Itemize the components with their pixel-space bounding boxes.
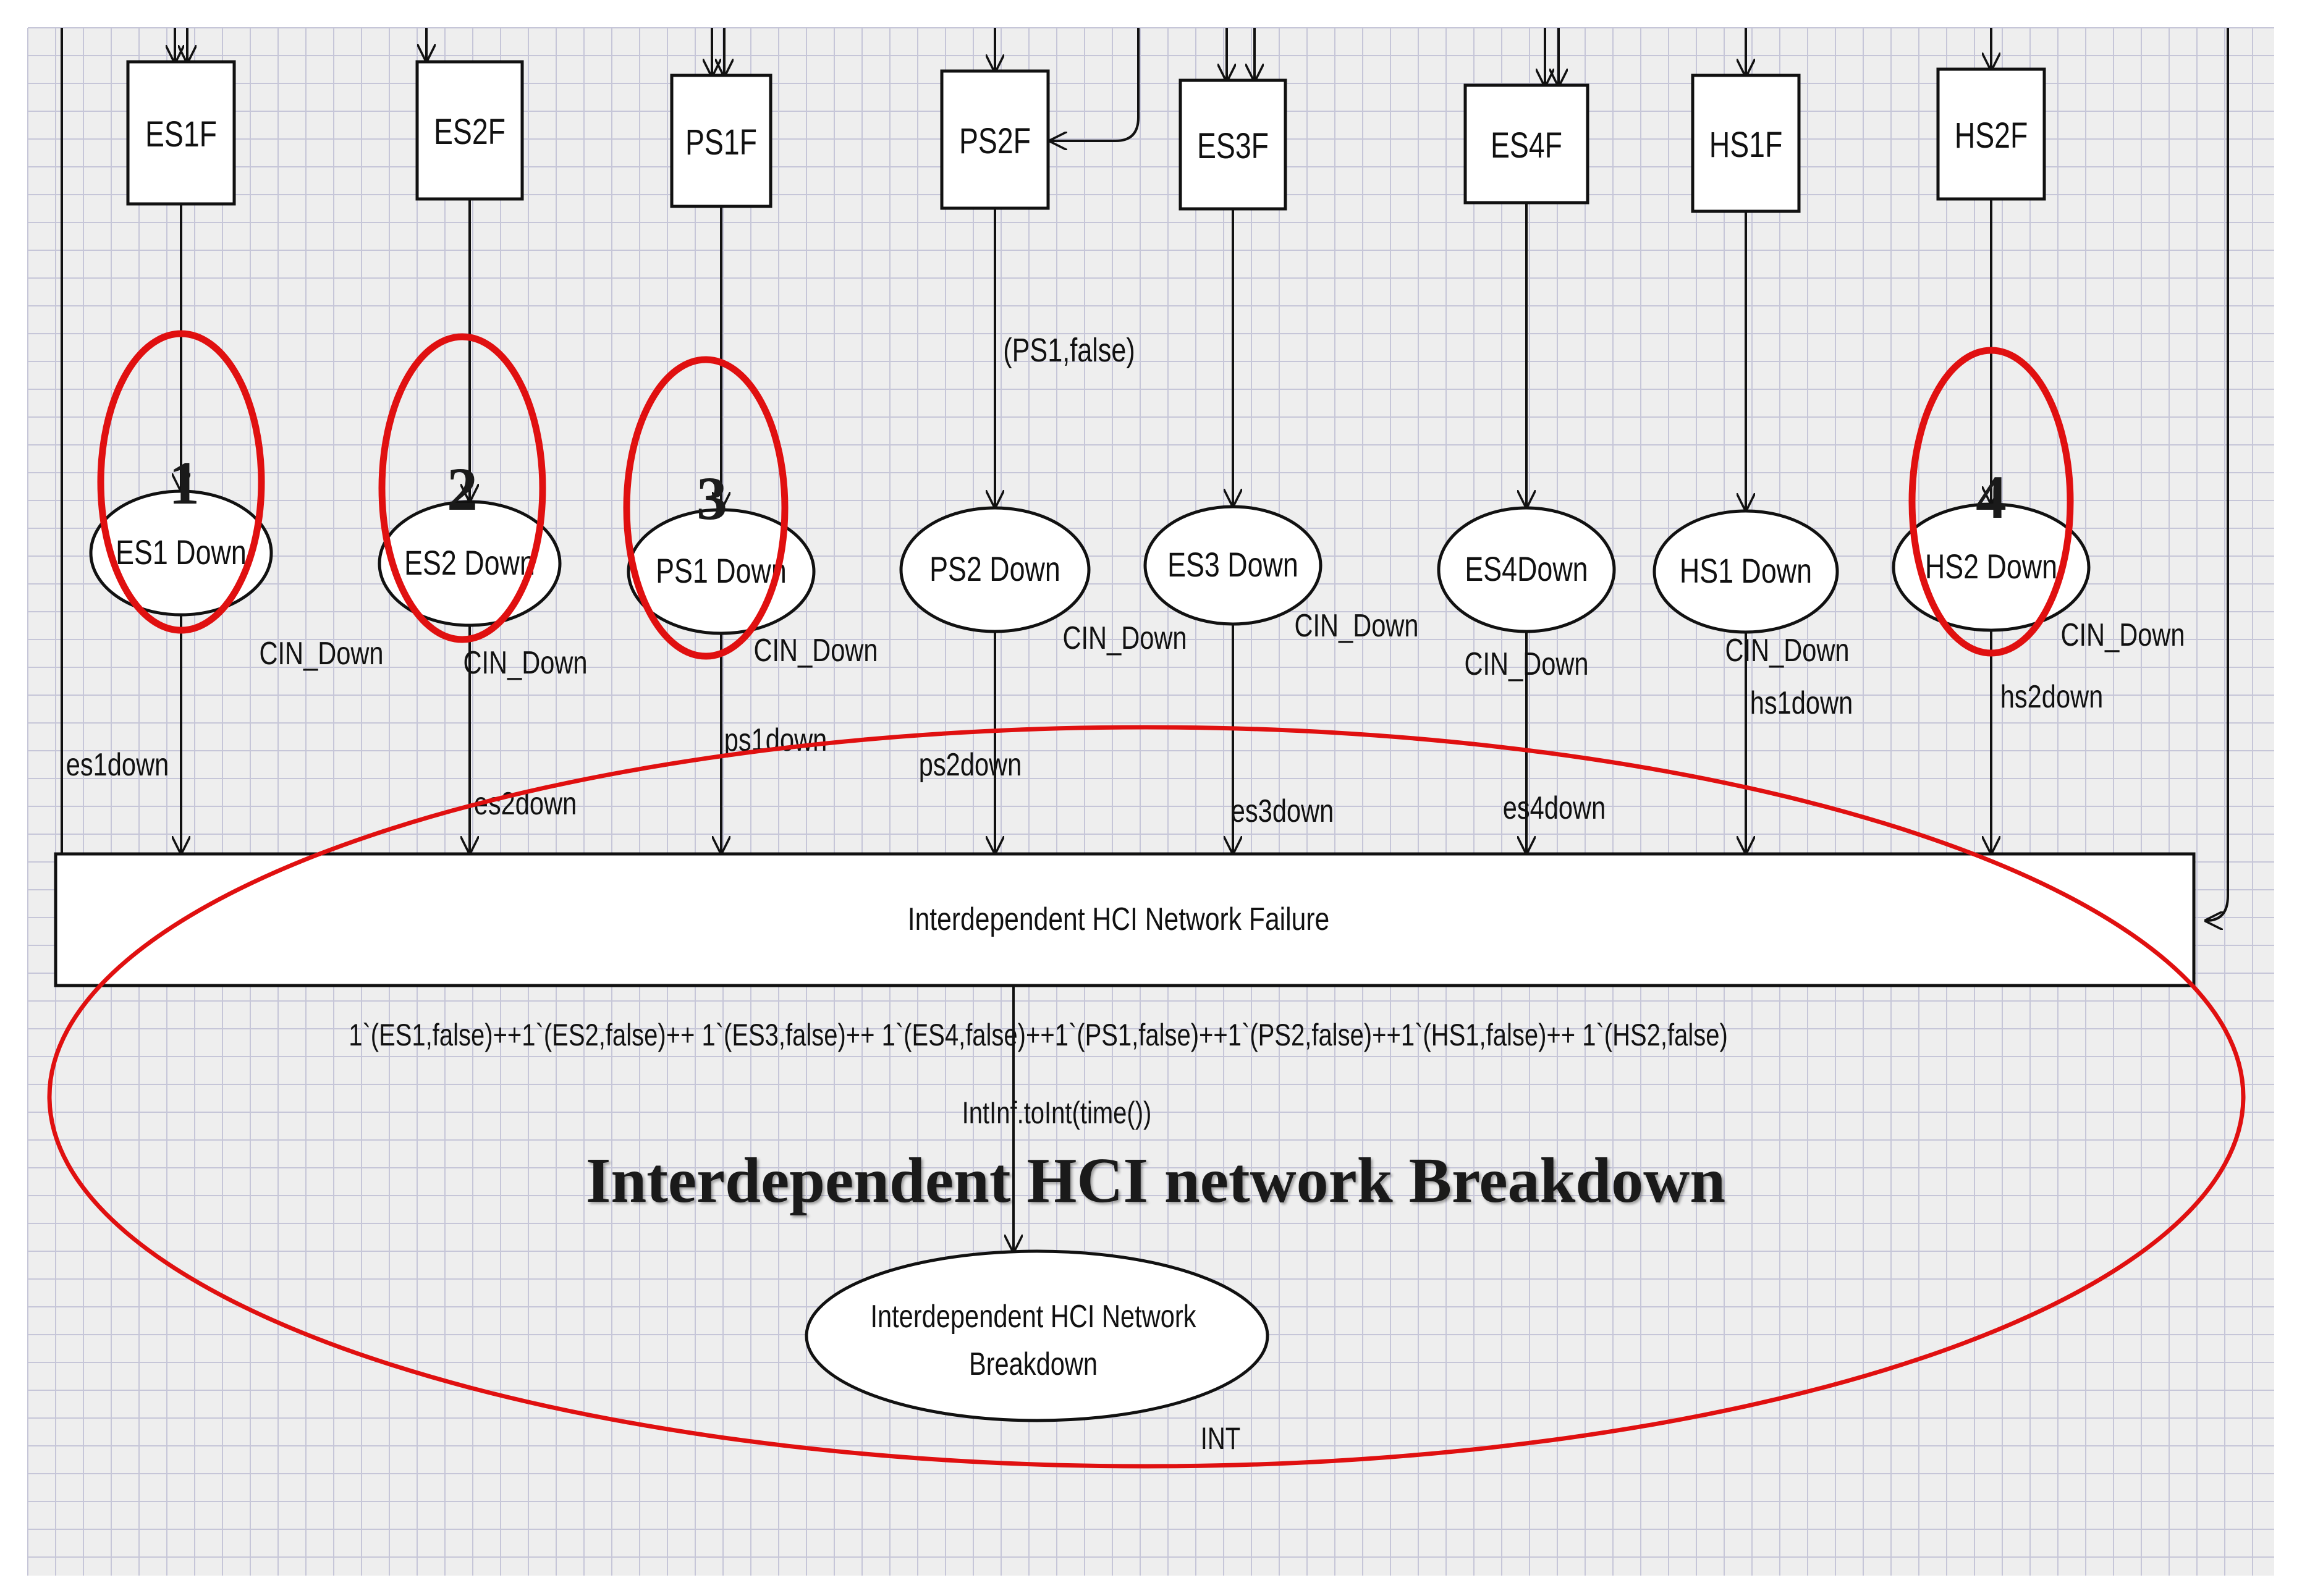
- arc-label-ps2: ps2down: [919, 746, 1022, 783]
- transition-es1f[interactable]: [126, 60, 236, 206]
- place-type-label-hs1: CIN_Down: [1725, 632, 1849, 669]
- place-label-hs1: HS1 Down: [1680, 551, 1812, 590]
- final-place-type-label: INT: [1201, 1421, 1240, 1456]
- arc-label-es4: es4down: [1503, 790, 1606, 826]
- place-label-es3: ES3 Down: [1167, 545, 1298, 584]
- arc-label-hs2: hs2down: [2000, 678, 2103, 715]
- main-transition-box[interactable]: [54, 852, 2196, 987]
- highlight-ring-ps1: [623, 356, 789, 660]
- place-label-ps2: PS2 Down: [929, 549, 1060, 588]
- place-type-label-ps2: CIN_Down: [1062, 620, 1187, 656]
- place-type-label-hs2: CIN_Down: [2060, 617, 2185, 653]
- highlight-ring-es2: [378, 333, 546, 643]
- time-expression: IntInf.toInt(time()): [962, 1096, 1152, 1130]
- transition-label-es4f: ES4F: [1491, 125, 1562, 166]
- arc-label-es3: es3down: [1231, 793, 1334, 829]
- failure-marker-ps1: 3: [696, 464, 727, 533]
- arc-label-es1: es1down: [66, 746, 169, 783]
- transition-label-es1f: ES1F: [145, 114, 217, 154]
- breakdown-highlight-ellipse: [47, 725, 2246, 1469]
- ps2-input-arc-label: (PS1,false): [1003, 332, 1135, 369]
- transition-label-ps1f: PS1F: [685, 122, 757, 163]
- place-label-hs2: HS2 Down: [1925, 547, 2057, 586]
- place-label-ps1: PS1 Down: [656, 551, 787, 590]
- transition-hs1f[interactable]: [1691, 74, 1801, 213]
- failure-marker-es2: 2: [447, 455, 478, 523]
- transition-hs2f[interactable]: [1936, 67, 2046, 201]
- arc-label-hs1: hs1down: [1750, 685, 1853, 721]
- highlight-ring-hs2: [1908, 347, 2074, 657]
- transition-es4f[interactable]: [1463, 83, 1589, 205]
- output-arc-expression: 1`(ES1,false)++1`(ES2,false)++ 1`(ES3,fa…: [349, 1018, 1728, 1052]
- main-transition-label: Interdependent HCI Network Failure: [908, 901, 1330, 937]
- transition-label-hs2f: HS2F: [1955, 116, 2028, 156]
- place-label-es1: ES1 Down: [116, 533, 247, 572]
- final-place-label-line1: Interdependent HCI Network: [870, 1298, 1196, 1335]
- transition-es2f[interactable]: [415, 60, 524, 201]
- place-type-label-es1: CIN_Down: [259, 635, 383, 672]
- failure-marker-hs2: 4: [1976, 463, 2007, 531]
- final-place-breakdown[interactable]: [805, 1249, 1269, 1422]
- right-feedback-arc: [2206, 28, 2229, 921]
- top-incoming-arcs: [175, 28, 1991, 141]
- transition-label-hs1f: HS1F: [1709, 125, 1783, 165]
- transition-ps1f[interactable]: [670, 74, 772, 208]
- place-type-label-ps1: CIN_Down: [753, 632, 878, 669]
- overlay-title: Interdependent HCI network Breakdown: [586, 1145, 1725, 1216]
- place-type-label-es2: CIN_Down: [463, 644, 587, 681]
- place-type-label-es3: CIN_Down: [1294, 607, 1418, 644]
- transition-es3f[interactable]: [1179, 78, 1287, 211]
- highlight-ring-es1: [97, 330, 265, 634]
- transition-label-ps2f: PS2F: [959, 121, 1031, 161]
- place-label-es2: ES2 Down: [404, 543, 535, 582]
- transition-ps2f[interactable]: [940, 69, 1050, 210]
- transition-label-es3f: ES3F: [1197, 126, 1269, 166]
- failure-marker-es1: 1: [169, 449, 200, 517]
- place-label-es4: ES4Down: [1465, 549, 1588, 588]
- final-place-label-line2: Breakdown: [969, 1346, 1098, 1382]
- transition-label-es2f: ES2F: [434, 112, 506, 152]
